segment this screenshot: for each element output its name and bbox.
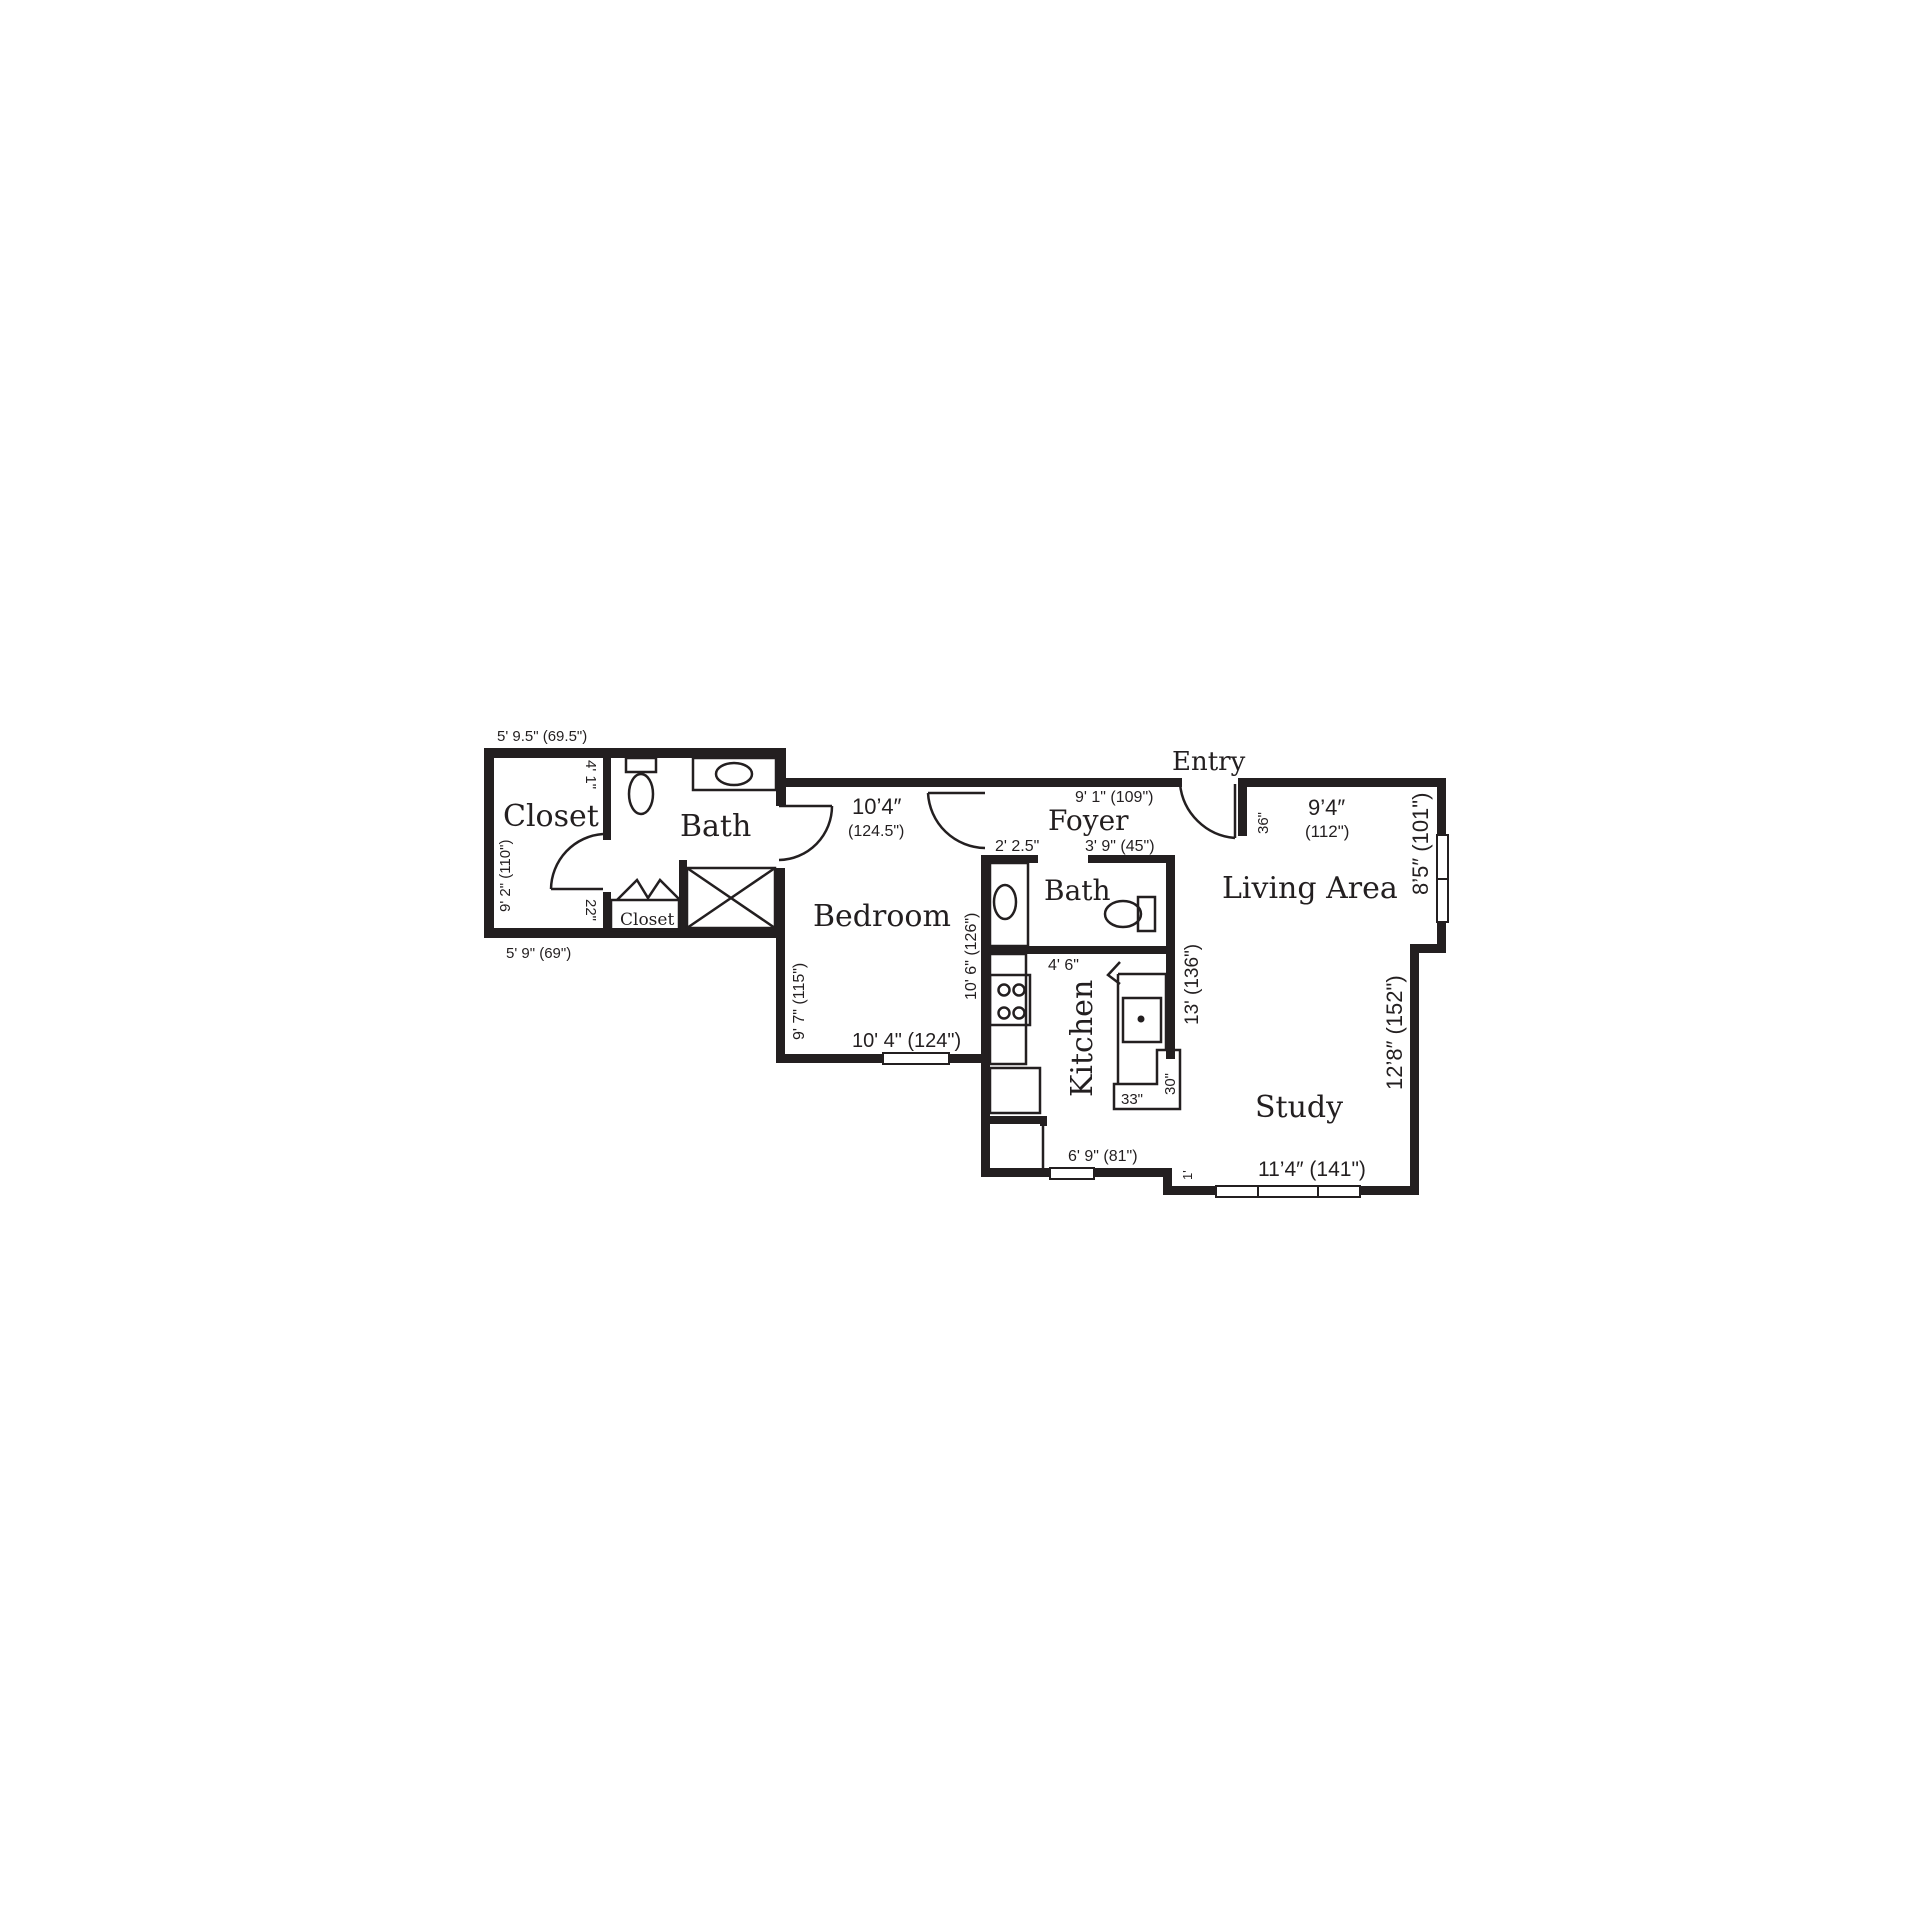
dim-study-right: 12’8″ (152"): [1382, 975, 1407, 1090]
dim-bedroom-top-in: (124.5"): [848, 823, 904, 840]
dim-kitchen-top: 4' 6": [1048, 957, 1079, 974]
door-swing-icon: [1106, 961, 1121, 985]
door-swing-icon: [1178, 783, 1237, 840]
window-icon: [1257, 1185, 1319, 1198]
window-icon: [1215, 1185, 1259, 1198]
room-label-bedroom: Bedroom: [813, 899, 951, 934]
room-label-closet: Closet: [503, 799, 599, 834]
dim-closet-bottom: 5' 9" (69"): [506, 945, 571, 962]
toilet-icon: [624, 756, 658, 774]
room-label-small-closet: Closet: [620, 910, 674, 930]
stove-icon: [988, 973, 1032, 1027]
window-icon: [1436, 834, 1449, 880]
door-swing-icon: [549, 832, 604, 891]
door-swing-icon: [926, 791, 986, 850]
doors: [549, 783, 1237, 985]
dim-study-bottom: 11’4″ (141"): [1258, 1158, 1366, 1181]
window-icon: [1436, 878, 1449, 923]
dim-entry-door: 36": [1255, 812, 1272, 834]
fixtures: [609, 756, 1182, 1168]
dim-bedroom-top-ft: 10’4″: [852, 794, 902, 819]
room-label-foyer: Foyer: [1048, 804, 1129, 837]
dim-living-top-ft: 9’4″: [1308, 795, 1345, 820]
room-label-master-bath: Bath: [680, 809, 751, 844]
sink-icon: [1121, 996, 1163, 1044]
dim-bedroom-right: 10' 6" (126"): [963, 913, 980, 1000]
dim-foyer-top: 9' 1" (109"): [1075, 789, 1153, 806]
sink-icon: [691, 756, 778, 792]
dim-living-top-in: (112"): [1305, 822, 1349, 841]
sink-icon: [992, 883, 1018, 921]
sink-icon: [714, 761, 754, 787]
dim-living-right: 8’5″ (101"): [1408, 793, 1433, 895]
refrigerator-icon: [988, 1066, 1042, 1115]
door-swing-icon: [778, 804, 834, 862]
windows: [882, 834, 1449, 1198]
dim-counter-width: 33": [1121, 1091, 1143, 1108]
room-label-study: Study: [1255, 1090, 1343, 1125]
toilet-icon: [627, 772, 655, 816]
dim-foyer-vanity: 2' 2.5": [995, 838, 1039, 855]
window-icon: [1317, 1185, 1361, 1198]
room-label-guest-bath: Bath: [1044, 874, 1111, 907]
dim-closet-side: 9' 2" (110"): [497, 840, 514, 912]
dim-guest-bath-top: 3' 9" (45"): [1085, 838, 1155, 855]
dim-kitchen-right: 13' (136"): [1182, 944, 1203, 1025]
toilet-icon: [1136, 895, 1157, 933]
toilet-icon: [1103, 899, 1143, 929]
room-label-kitchen: Kitchen: [1065, 980, 1100, 1097]
shower-icon: [685, 866, 777, 930]
dim-bedroom-left: 9' 7" (115"): [791, 963, 808, 1040]
dim-study-step: 1': [1180, 1170, 1195, 1180]
dim-closet-inner: 4' 1": [582, 760, 599, 789]
window-icon: [882, 1052, 950, 1065]
dim-counter-height: 30": [1162, 1073, 1179, 1095]
dim-kitchen-bottom: 6' 9" (81"): [1068, 1148, 1138, 1165]
room-labels: Closet Bath Closet Bedroom Foyer Bath Ki…: [503, 747, 1398, 1125]
dim-bedroom-bottom: 10' 4" (124"): [852, 1030, 961, 1052]
sink-icon: [988, 861, 1030, 948]
room-label-living-area: Living Area: [1222, 871, 1398, 906]
room-label-entry: Entry: [1172, 747, 1246, 777]
dim-closet-top: 5' 9.5" (69.5"): [497, 728, 587, 745]
window-icon: [1049, 1167, 1095, 1180]
dim-closet-door: 22": [582, 899, 599, 921]
dimension-labels: 5' 9.5" (69.5") 5' 9" (69") 9' 2" (110")…: [497, 728, 1433, 1181]
door-swing-icon: [616, 877, 681, 901]
